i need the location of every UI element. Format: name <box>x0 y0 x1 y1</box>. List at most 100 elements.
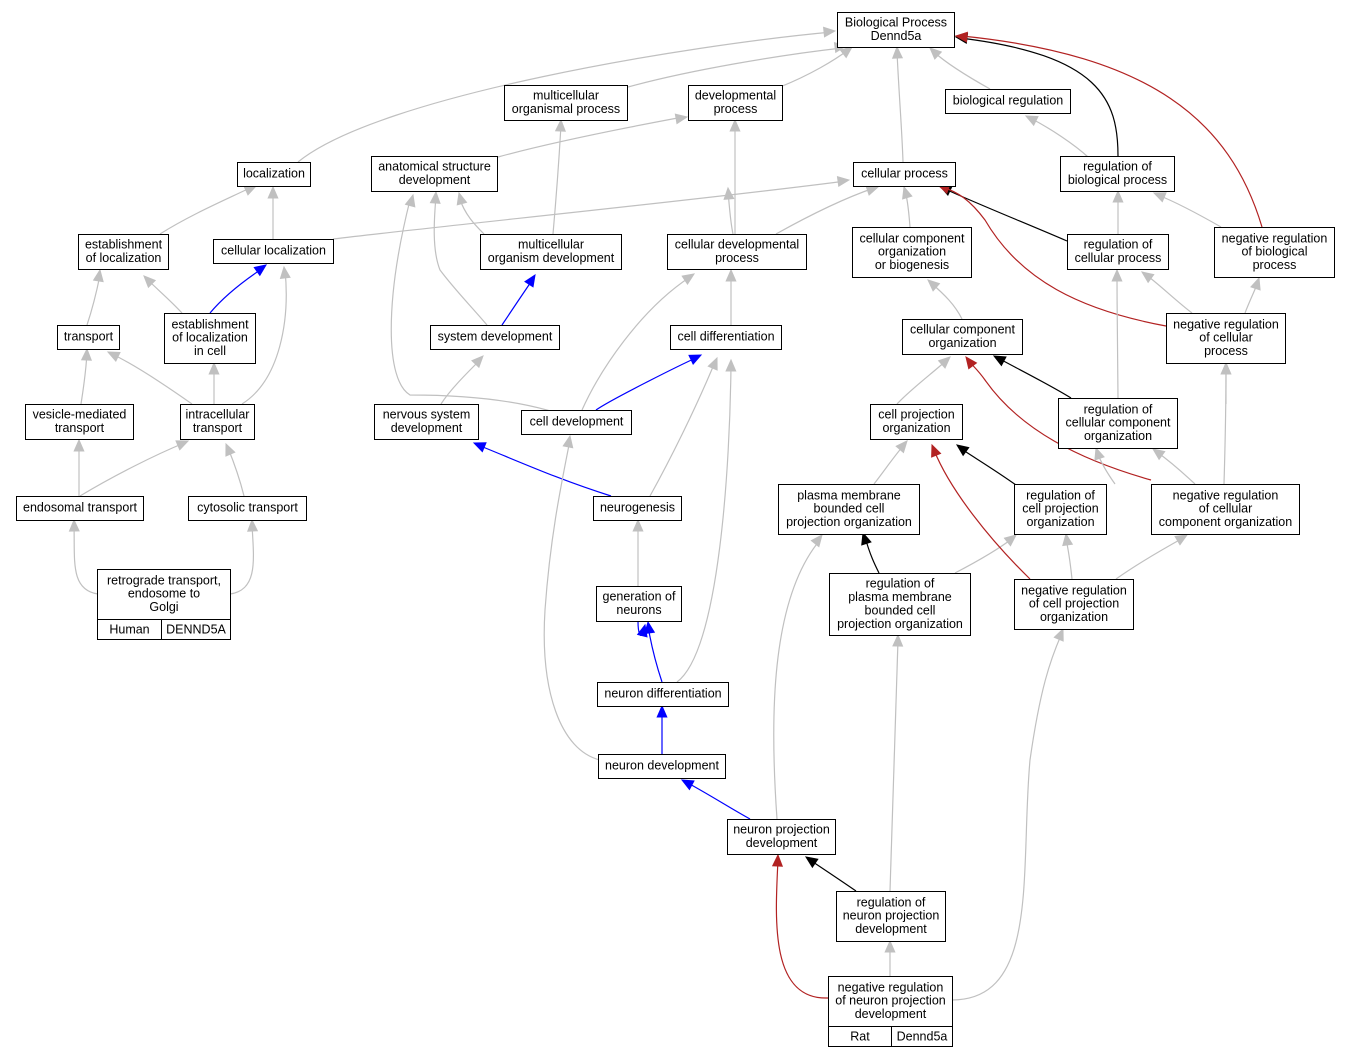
node-label: of localization <box>86 251 162 265</box>
go-term-node[interactable]: biological regulation <box>945 89 1071 114</box>
edge-arrowhead <box>68 518 80 532</box>
node-label: of cellular <box>1199 331 1253 345</box>
edge-arrowhead <box>927 279 941 292</box>
edge-line <box>627 47 843 88</box>
edge-line <box>543 439 601 761</box>
node-label: neuron projection <box>843 909 940 923</box>
graph-edge <box>472 442 612 497</box>
go-term-node[interactable]: cell differentiation <box>670 325 782 350</box>
node-label: neuron development <box>605 759 719 773</box>
edge-arrowhead <box>804 856 819 869</box>
node-box <box>1060 156 1175 192</box>
node-label: localization <box>243 167 305 181</box>
go-term-node[interactable]: neurogenesis <box>593 496 682 521</box>
node-box <box>1067 234 1169 270</box>
go-term-node[interactable]: retrograde transport,endosome toGolgiHum… <box>97 569 231 640</box>
go-term-node[interactable]: neuron differentiation <box>597 682 729 707</box>
go-term-node[interactable]: endosomal transport <box>16 496 144 521</box>
species-label: Human <box>109 623 149 637</box>
node-box <box>727 819 836 855</box>
graph-edge <box>143 275 183 314</box>
edge-line <box>896 51 904 163</box>
node-label: cellular process <box>861 167 948 181</box>
go-term-node[interactable]: cellular localization <box>213 239 334 264</box>
edge-line <box>1156 451 1196 485</box>
node-box <box>828 976 953 1027</box>
graph-edge <box>804 856 857 892</box>
edge-line <box>332 180 847 240</box>
species-cell: Rat <box>828 1026 892 1047</box>
edge-line <box>229 524 255 595</box>
node-label: of cell projection <box>1029 597 1119 611</box>
go-term-node[interactable]: transport <box>57 325 120 350</box>
edge-arrowhead <box>80 347 93 361</box>
graph-edge <box>965 355 1152 481</box>
go-term-node[interactable]: neuron development <box>598 754 726 779</box>
node-label: or biogenesis <box>875 258 949 272</box>
node-label: organization <box>1040 610 1108 624</box>
edge-line <box>86 274 101 326</box>
edge-arrowhead <box>895 440 908 454</box>
node-box <box>57 325 120 350</box>
graph-edge <box>86 268 104 326</box>
go-term-node[interactable]: cellular process <box>853 162 956 187</box>
edge-arrowhead <box>891 45 904 59</box>
node-label: organization <box>878 245 946 259</box>
edge-arrowhead <box>674 113 689 125</box>
graph-edge <box>1244 276 1261 314</box>
node-box <box>1058 398 1178 449</box>
graph-edge <box>456 191 485 235</box>
go-term-node[interactable]: cytosolic transport <box>188 496 307 521</box>
edge-line <box>241 269 287 405</box>
edge-arrowhead <box>524 273 536 288</box>
graph-edge <box>632 518 644 587</box>
node-label: endosome to <box>128 587 200 601</box>
graph-edge <box>1024 115 1089 158</box>
node-box <box>521 410 632 435</box>
edge-arrowhead <box>143 275 157 289</box>
graph-edge <box>73 438 85 497</box>
graph-edge <box>954 534 1017 574</box>
graph-nodes: Biological ProcessDennd5amulticellularor… <box>16 12 1335 1047</box>
node-label: organismal process <box>512 102 620 116</box>
edge-arrowhead <box>865 185 880 196</box>
graph-edge <box>891 45 904 163</box>
go-term-node[interactable]: cell development <box>521 410 632 435</box>
node-label: cellular developmental <box>675 238 799 252</box>
node-label: cell projection <box>878 408 954 422</box>
go-term-node[interactable]: localization <box>237 162 311 187</box>
node-label: cell differentiation <box>677 330 774 344</box>
node-box <box>480 234 622 270</box>
edge-arrowhead <box>554 118 566 132</box>
go-term-node[interactable]: system development <box>430 325 560 350</box>
node-label: multicellular <box>533 89 599 103</box>
